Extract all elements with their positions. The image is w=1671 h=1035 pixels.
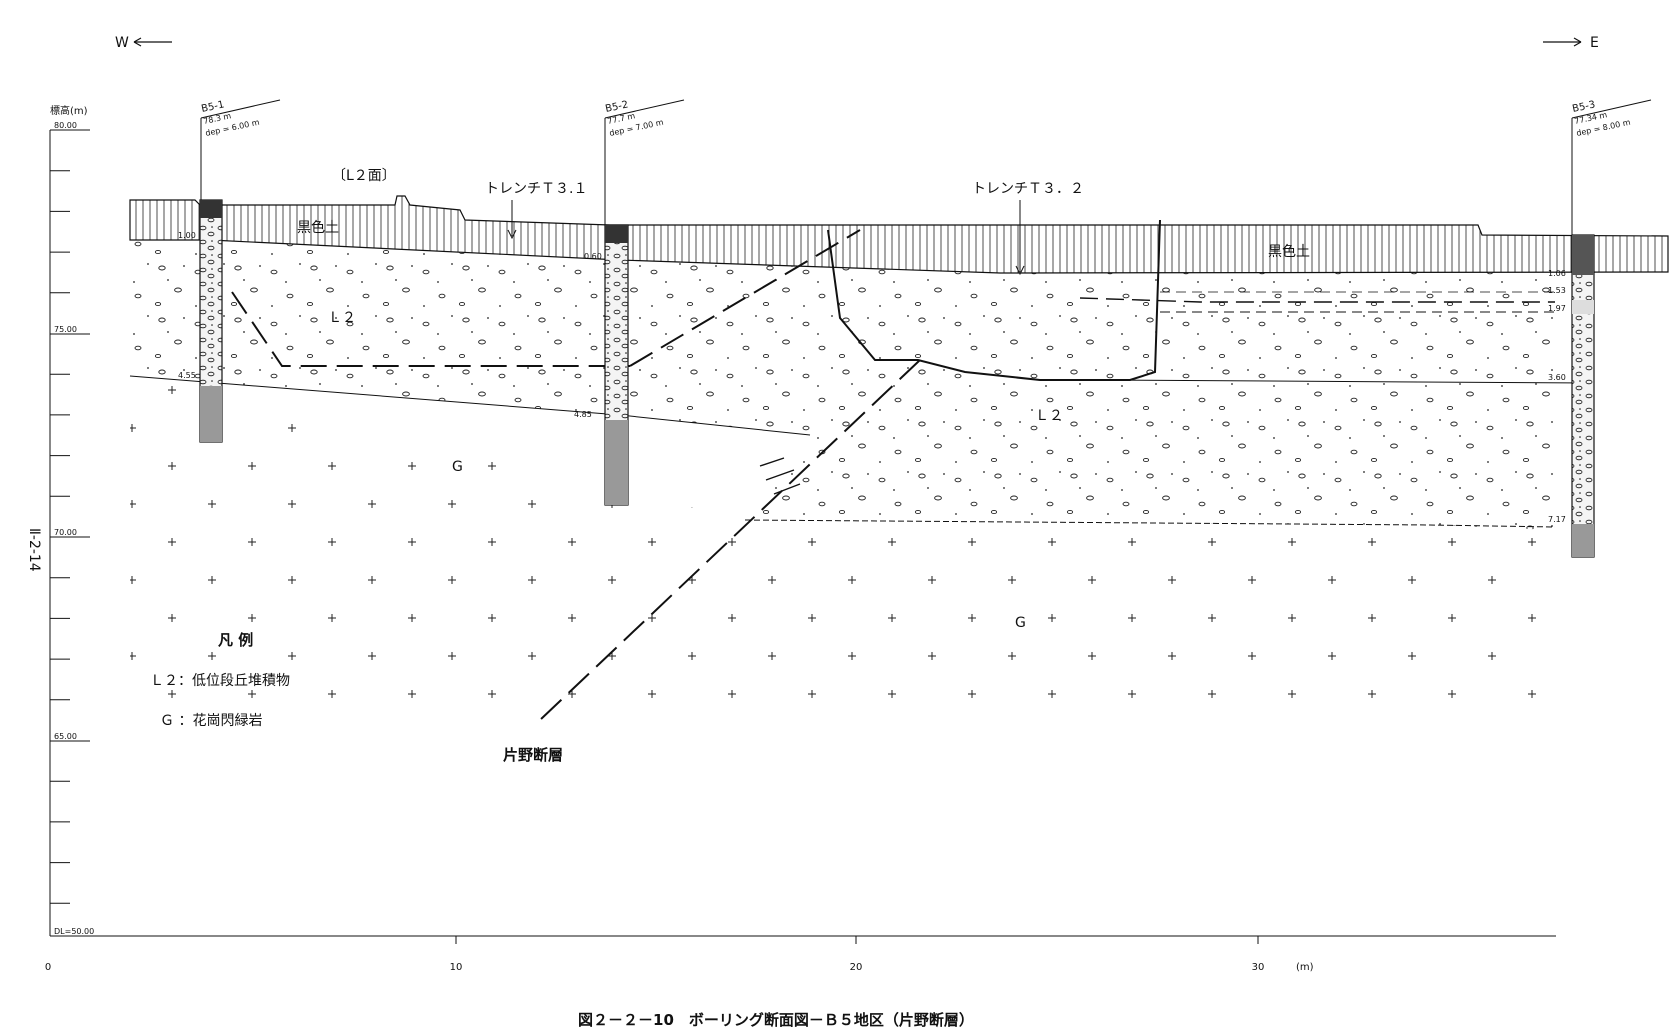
g-label-east: G [1015,615,1026,631]
g-label-west: G [452,459,463,475]
fault-line [539,359,921,721]
borehole-b5-3-mark-1: 1.06 [1548,269,1566,278]
l2-surface-label: 〔L２面〕 [332,168,396,184]
legend-item-l2: Ｌ２：低位段丘堆積物 [150,673,290,689]
borehole-b5-2-mark-1: 0.60 [584,252,602,261]
legend-item-g: Ｇ ：花崗閃緑岩 [160,713,262,729]
trench-2-label: トレンチＴ３．２ [972,181,1084,197]
distance-axis: 0 10 20 30 (m) [45,936,1314,973]
borehole-b5-3-mark-2: 1.53 [1548,286,1566,295]
distance-tick-20: 20 [850,962,863,973]
fault-label: 片野断層 [503,746,563,764]
distance-tick-30: 30 [1252,962,1265,973]
borehole-b5-1-mark-1: 1.00 [178,231,196,240]
trench-1-annotation: トレンチＴ３.１ [485,181,587,240]
borehole-b5-3-id: B5-3 [1571,99,1596,115]
page-label: Ⅱ-2-14 [26,528,42,572]
elevation-tick-80: 80.00 [54,121,77,130]
black-soil-label-east: 黒色土 [1268,243,1310,260]
elevation-tick-75: 75.00 [54,325,77,334]
borehole-b5-3: B5-3 77.34 m dep = 8.00 m 1.06 1.53 1.97… [1548,99,1652,558]
elevation-axis: 標高(m) 80.00 75.00 70.00 65.00 DL=50.00 [49,104,1556,937]
legend-title: 凡 例 [218,631,253,649]
trench-1-label: トレンチＴ３.１ [485,181,587,197]
figure-caption: 図２－２－10 ボーリング断面図－Ｂ５地区（片野断層） [578,1011,974,1029]
elevation-tick-70: 70.00 [54,528,77,537]
borehole-b5-2: B5-2 77.7 m dep = 7.00 m 0.60 4.85 [574,99,685,506]
elevation-axis-label: 標高(m) [50,104,88,117]
trench-outlines [231,219,1161,381]
legend: 凡 例 Ｌ２：低位段丘堆積物 Ｇ ：花崗閃緑岩 [150,631,290,729]
borehole-b5-3-mark-5: 7.17 [1548,515,1566,524]
east-arrow: E [1543,35,1599,51]
granite-unit [130,376,1555,720]
distance-tick-0: 0 [45,962,51,973]
borehole-b5-1-mark-2: 4.55 [178,371,196,380]
black-soil-label-west: 黒色土 [297,219,339,236]
distance-unit: (m) [1296,962,1314,973]
l2-label-east: Ｌ２ [1035,408,1063,424]
borehole-b5-1-id: B5-1 [200,99,225,115]
boundary-lines [129,291,1591,528]
borehole-b5-2-id: B5-2 [604,99,629,115]
west-arrow: W [115,35,172,51]
l2-label-west: Ｌ２ [328,310,356,326]
trench-2-annotation: トレンチＴ３．２ [972,181,1084,276]
borehole-b5-3-mark-4: 3.60 [1548,373,1566,382]
borehole-b5-3-mark-3: 1.97 [1548,304,1566,313]
elevation-tick-65: 65.00 [54,732,77,741]
west-label: W [115,35,129,51]
fault-annotation: 片野断層 [503,746,563,764]
distance-tick-10: 10 [450,962,463,973]
east-label: E [1590,35,1599,51]
borehole-b5-2-mark-2: 4.85 [574,410,592,419]
elevation-tick-50: DL=50.00 [54,927,94,936]
